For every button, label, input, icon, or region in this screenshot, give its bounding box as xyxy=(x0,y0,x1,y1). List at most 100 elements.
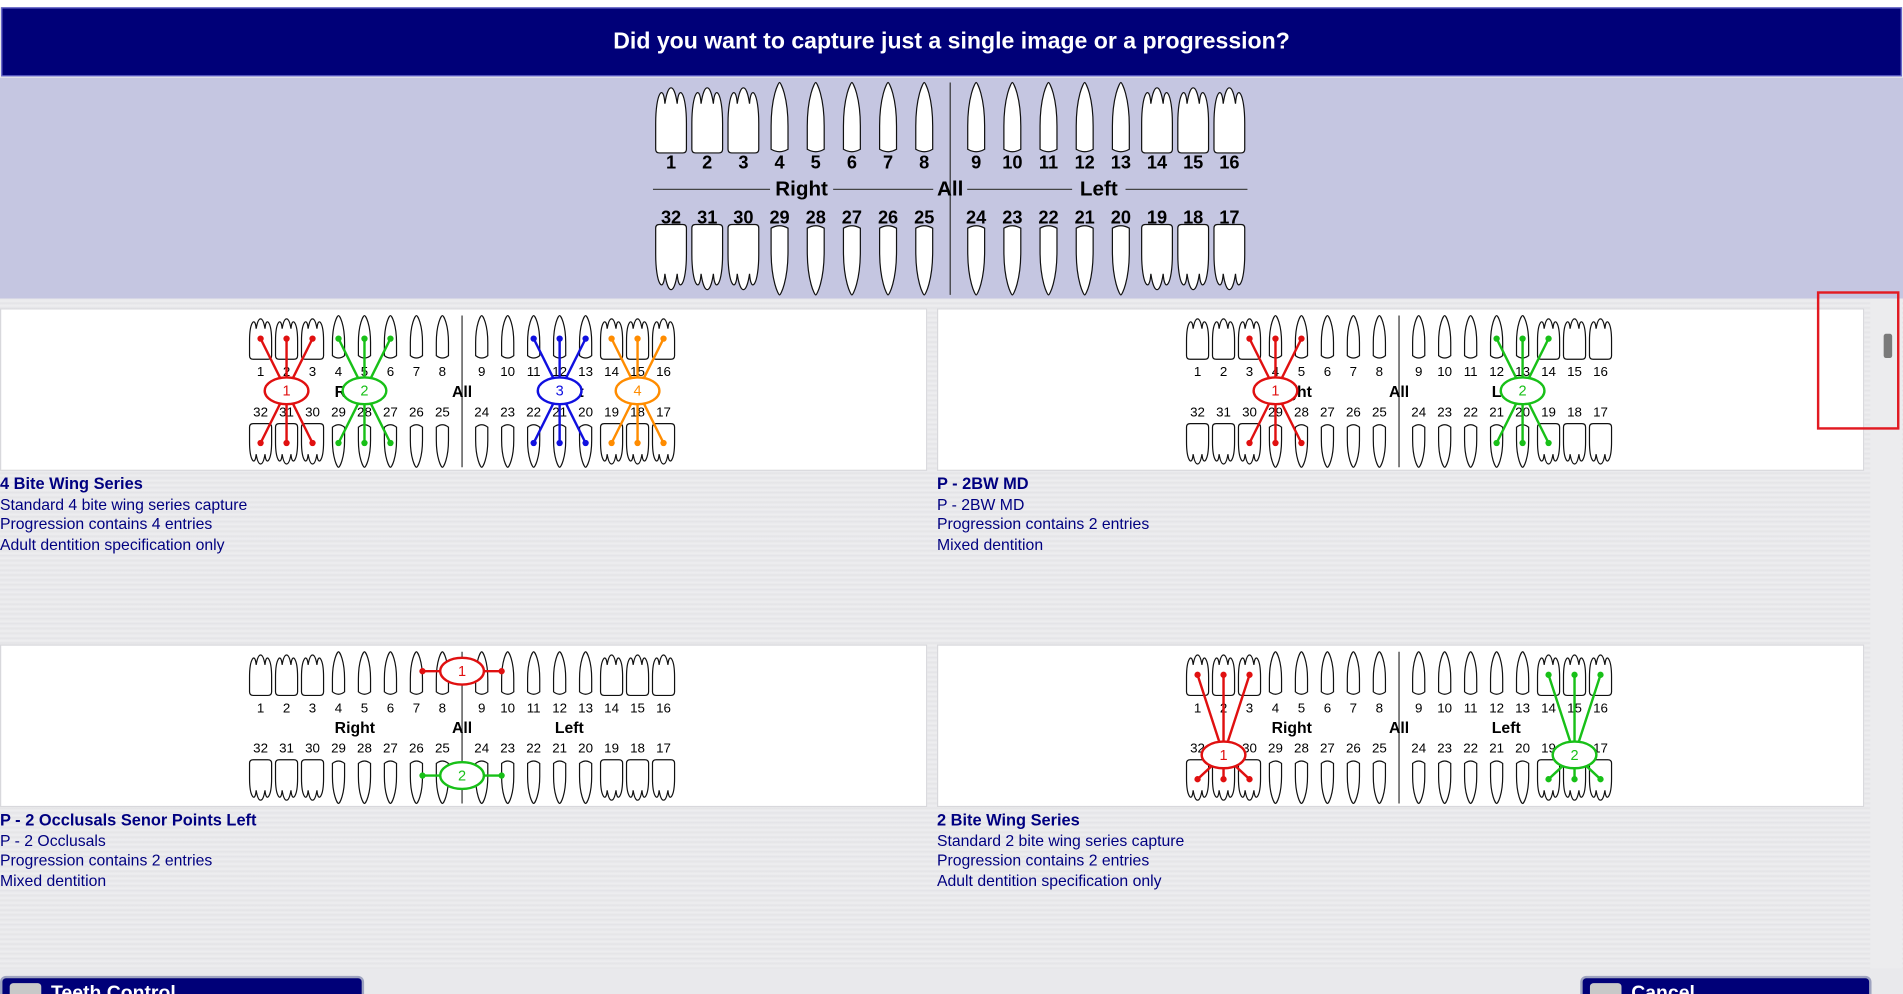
tooth-upper-7 xyxy=(879,81,898,153)
sensor-marker-label: 1 xyxy=(1271,384,1279,400)
sensor-marker xyxy=(536,376,583,406)
tooth-number: 31 xyxy=(697,207,717,227)
marker-dot xyxy=(309,439,316,447)
tooth-number: 10 xyxy=(1437,364,1452,379)
marker-dot xyxy=(1545,776,1552,783)
tooth-lower-26 xyxy=(409,424,424,468)
tooth-number: 19 xyxy=(604,404,619,419)
tooth-number: 8 xyxy=(1376,700,1383,715)
tooth-number: 20 xyxy=(1515,740,1530,755)
card-desc-line: Progression contains 2 entries xyxy=(936,514,1150,533)
tooth-number: 9 xyxy=(478,364,485,379)
tooth-number: 11 xyxy=(1464,700,1478,715)
tooth-upper-9 xyxy=(967,81,986,153)
sensor-marker xyxy=(1200,740,1247,770)
tooth-number: 27 xyxy=(1320,740,1335,755)
tooth-lower-27 xyxy=(383,760,398,805)
marker-dot xyxy=(1545,671,1552,678)
tooth-lower-31 xyxy=(274,759,299,801)
tooth-number: 14 xyxy=(604,364,619,379)
marker-dot xyxy=(634,335,641,342)
marker-dot xyxy=(634,439,641,447)
tooth-number: 11 xyxy=(527,700,541,715)
tooth-lower-23 xyxy=(1437,760,1452,805)
tooth-number: 19 xyxy=(1147,207,1167,227)
tooth-number: 26 xyxy=(1346,404,1361,419)
marker-dot xyxy=(335,439,342,447)
card-desc-line: Mixed dentition xyxy=(0,870,107,890)
tooth-lower-24 xyxy=(1412,760,1426,805)
tooth-number: 11 xyxy=(1039,153,1058,173)
tooth-number: 7 xyxy=(1350,364,1357,379)
tooth-number: 4 xyxy=(335,700,343,715)
tooth-number: 26 xyxy=(409,740,424,755)
tooth-number: 23 xyxy=(500,740,515,755)
marker-dot xyxy=(1220,776,1227,783)
tooth-lower-21 xyxy=(552,760,567,805)
tooth-number: 32 xyxy=(661,207,681,227)
tooth-upper-11 xyxy=(1463,651,1478,695)
sensor-marker xyxy=(1551,740,1598,770)
tooth-number: 2 xyxy=(283,700,290,715)
tooth-upper-5 xyxy=(1294,651,1309,695)
marker-dot xyxy=(257,439,264,447)
tooth-lower-18 xyxy=(1177,223,1210,291)
tooth-number: 20 xyxy=(1111,207,1131,227)
marker-dot xyxy=(309,335,316,342)
tooth-lower-31 xyxy=(1211,422,1236,465)
tooth-lower-22 xyxy=(1463,424,1478,468)
tooth-number: 13 xyxy=(578,700,593,715)
marker-dot xyxy=(608,335,615,342)
tooth-number: 19 xyxy=(604,740,619,755)
tooth-number: 23 xyxy=(1437,740,1452,755)
tooth-lower-28 xyxy=(1294,760,1309,805)
tooth-number: 21 xyxy=(1489,404,1504,419)
marker-dot xyxy=(498,772,505,779)
marker-dot xyxy=(1194,671,1201,678)
progression-card-4bw[interactable]: 1234567891011121314151632313029282726252… xyxy=(0,299,930,617)
vertical-scrollbar[interactable] xyxy=(1870,298,1902,969)
tooth-lower-26 xyxy=(409,760,424,805)
tooth-number: 3 xyxy=(1246,364,1253,379)
teeth-control-button[interactable]: Teeth Control xyxy=(0,975,365,994)
sensor-marker-label: 1 xyxy=(1219,748,1227,764)
tooth-number: 2 xyxy=(702,153,712,173)
tooth-lower-27 xyxy=(1320,424,1335,468)
tooth-lower-23 xyxy=(1003,225,1022,296)
marker-dot xyxy=(582,439,589,447)
tooth-upper-2 xyxy=(691,87,724,154)
progression-card-2bw-md[interactable]: 1234567891011121314151632313029282726252… xyxy=(936,299,1867,617)
marker-dot xyxy=(1493,439,1500,447)
card-title: 2 Bite Wing Series xyxy=(936,810,1080,829)
tooth-upper-2 xyxy=(274,654,299,697)
label-right: Right xyxy=(335,720,376,737)
tooth-lower-20 xyxy=(1515,760,1530,805)
tooth-upper-13 xyxy=(1111,81,1130,153)
tooth-number: 17 xyxy=(1219,207,1239,227)
cancel-button[interactable]: Cancel xyxy=(1580,975,1872,994)
card-desc-line: Adult dentition specification only xyxy=(0,534,225,553)
card-chart-image: 1234567891011121314151632313029282726252… xyxy=(936,308,1865,471)
tooth-number: 31 xyxy=(279,740,294,755)
tooth-number: 18 xyxy=(1183,207,1203,227)
marker-dot xyxy=(1597,776,1604,783)
tooth-number: 13 xyxy=(1111,153,1131,173)
sensor-marker-label: 2 xyxy=(458,768,466,784)
label-all: All xyxy=(937,177,963,200)
scrollbar-thumb[interactable] xyxy=(1883,333,1893,359)
tooth-number: 3 xyxy=(1246,700,1253,715)
tooth-number: 10 xyxy=(1002,153,1022,173)
tooth-number: 12 xyxy=(552,700,567,715)
progression-card-2bw[interactable]: 1234567891011121314151632313029282726252… xyxy=(936,635,1867,953)
tooth-lower-24 xyxy=(1412,424,1426,468)
tooth-upper-10 xyxy=(1003,81,1022,153)
card-info: P - 2 Occlusals Senor Points Left P - 2 … xyxy=(0,811,930,891)
tooth-number: 30 xyxy=(305,404,320,419)
tooth-lower-30 xyxy=(300,759,325,801)
tooth-number: 16 xyxy=(1219,153,1239,173)
label-all: All xyxy=(452,720,472,737)
tooth-number: 28 xyxy=(1294,404,1309,419)
